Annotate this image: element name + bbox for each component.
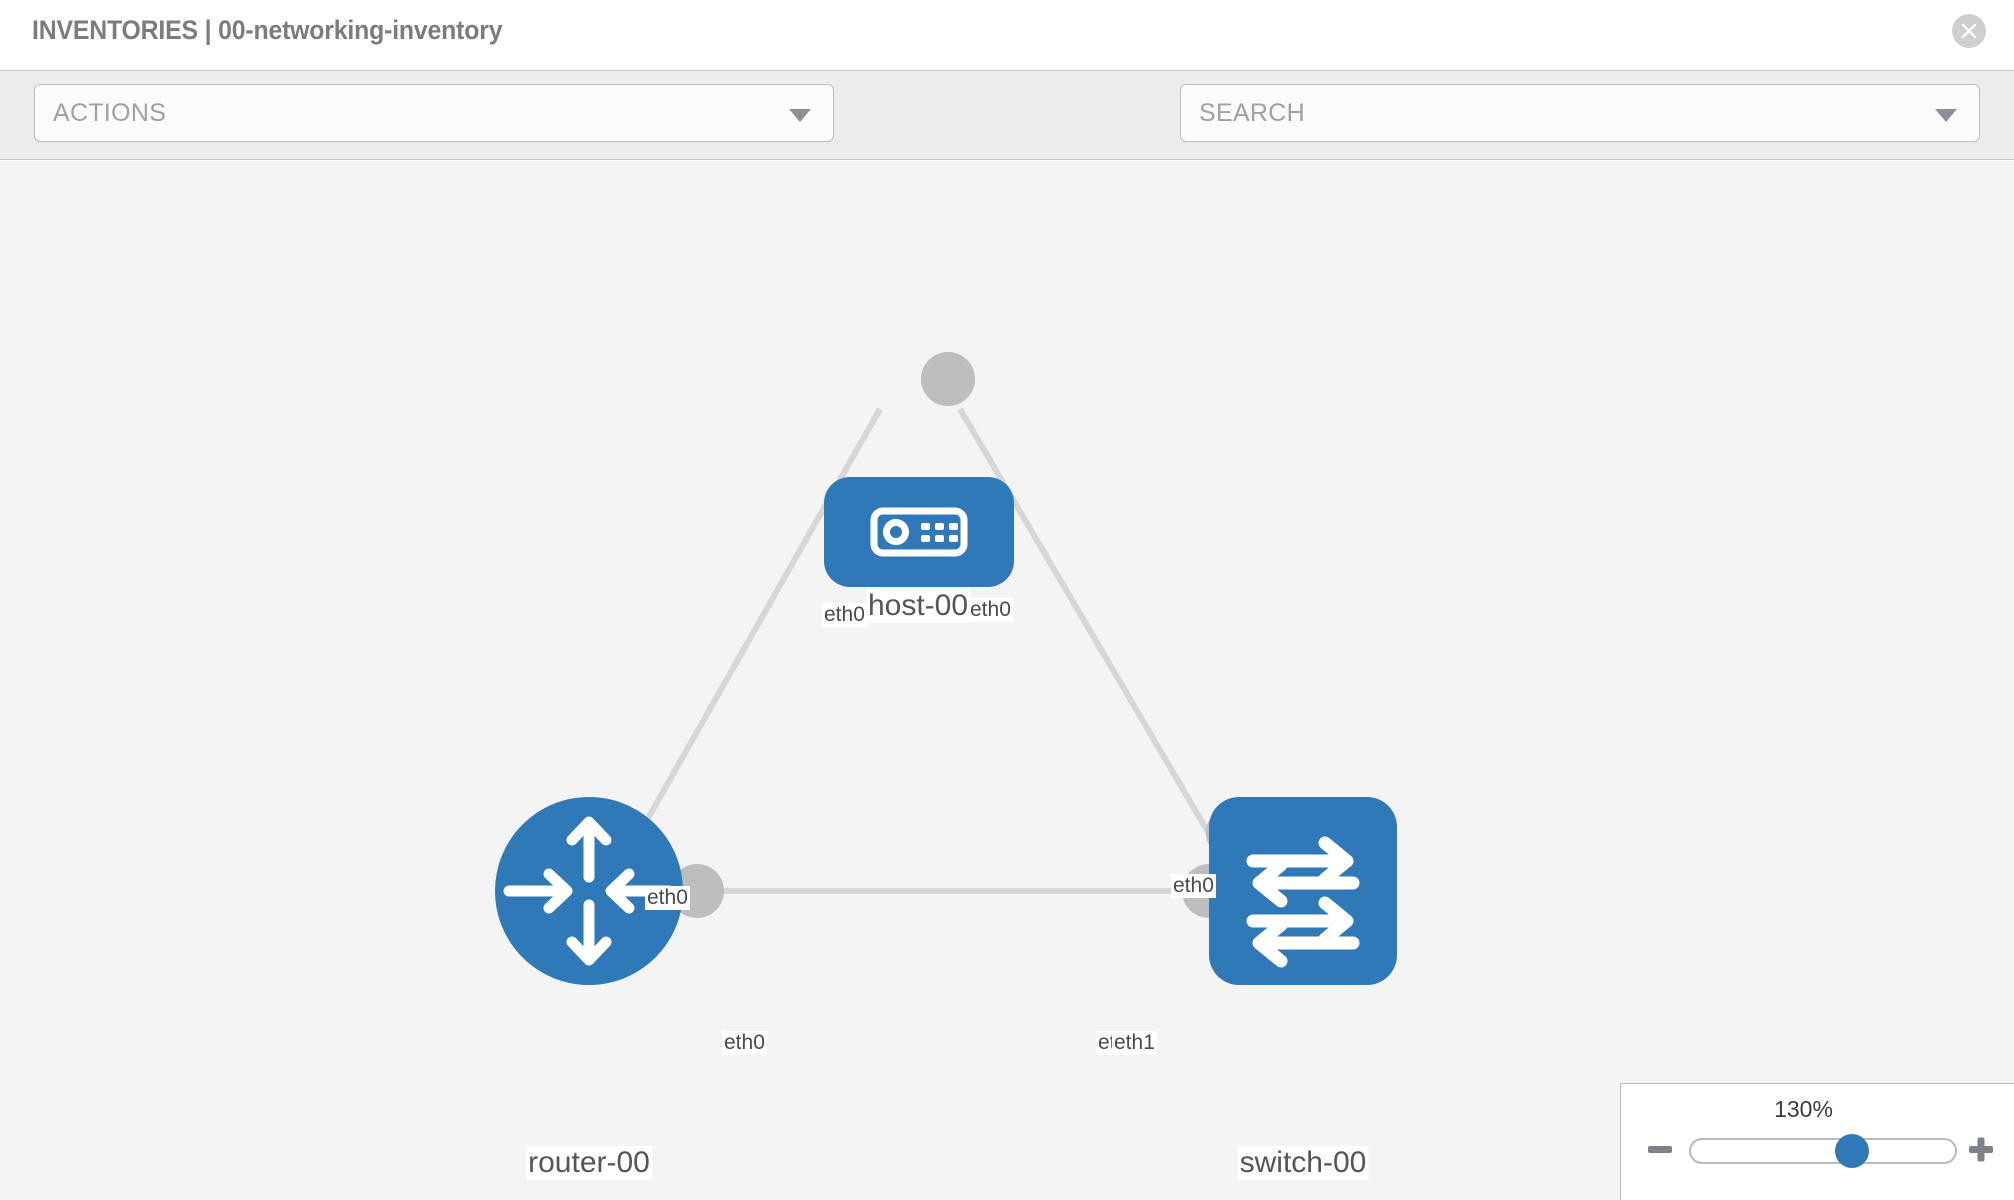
interface-label: eth1	[1112, 1031, 1157, 1055]
zoom-in-button[interactable]	[1966, 1134, 1996, 1164]
node-label-router: router-00	[526, 1146, 652, 1180]
node-label-host: host-00	[865, 589, 971, 623]
node-label-switch: switch-00	[1237, 1146, 1369, 1180]
header-bar: INVENTORIES | 00-networking-inventory	[0, 0, 2014, 70]
node-router-00[interactable]	[495, 797, 683, 985]
interface-label: eth0	[645, 886, 690, 910]
page-title: INVENTORIES | 00-networking-inventory	[32, 15, 503, 45]
zoom-out-button[interactable]	[1645, 1134, 1675, 1164]
interface-label: eth0	[722, 1031, 767, 1055]
search-input[interactable]: SEARCH	[1180, 84, 1980, 142]
router-icon	[503, 816, 675, 966]
port-circle[interactable]	[921, 352, 975, 406]
search-placeholder: SEARCH	[1199, 99, 1305, 127]
interface-label: eth0	[1171, 874, 1216, 898]
switch-icon	[1246, 836, 1360, 968]
topology-canvas[interactable]: eth0 eth0 eth0 eth0 eth0 eth0 eth1 host-…	[0, 161, 2014, 1200]
toolbar: ACTIONS SEARCH	[0, 70, 2014, 199]
actions-dropdown[interactable]: ACTIONS	[34, 84, 834, 142]
close-icon[interactable]	[1952, 14, 1986, 48]
zoom-level-label: 130%	[1774, 1096, 1833, 1122]
interface-label: eth0	[968, 598, 1013, 622]
actions-dropdown-label: ACTIONS	[53, 99, 167, 127]
zoom-slider-thumb[interactable]	[1834, 1134, 1869, 1168]
topology-graph	[495, 352, 1397, 985]
node-switch-00[interactable]	[1209, 797, 1397, 985]
interface-label: eth0	[822, 603, 867, 627]
zoom-slider[interactable]	[1689, 1134, 1957, 1168]
chevron-down-icon	[789, 109, 811, 122]
link-host-switch[interactable]	[957, 407, 1228, 863]
search-chevron-down-icon[interactable]	[1935, 109, 1957, 122]
zoom-control-panel: 130%	[1620, 1083, 2014, 1200]
server-icon	[870, 507, 968, 557]
topology-ports	[670, 352, 1260, 918]
node-host-00[interactable]	[824, 477, 1014, 587]
